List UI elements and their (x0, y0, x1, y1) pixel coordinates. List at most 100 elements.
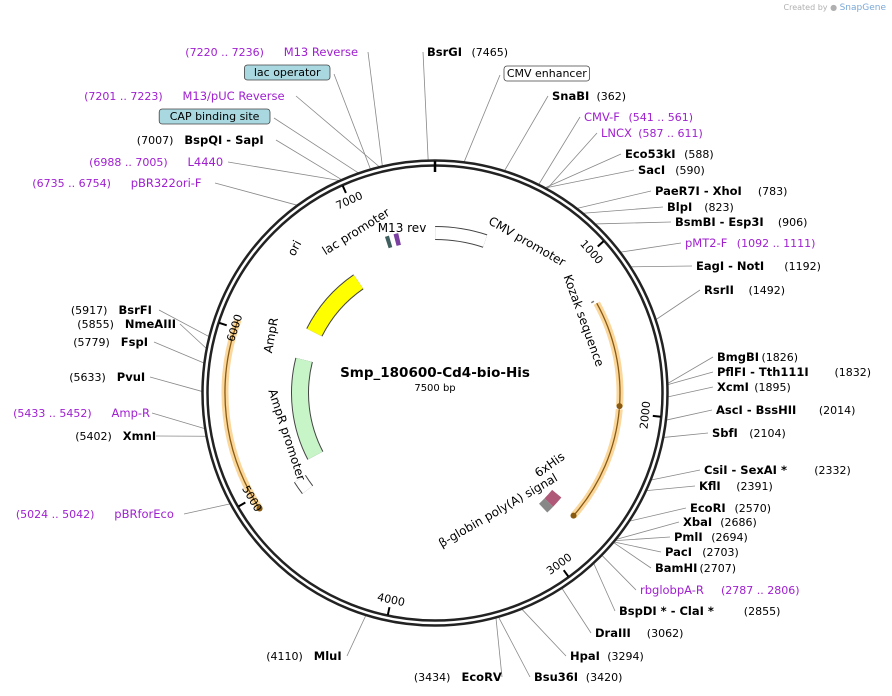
leader-line (655, 289, 701, 320)
leader-line (561, 588, 592, 634)
label-name: BamHI (655, 561, 697, 575)
tick-label: 3000 (544, 551, 574, 578)
leader-line (504, 95, 549, 171)
label-position: (2332) (814, 464, 851, 477)
label-name: L4440 (188, 155, 224, 169)
site-label-paci: PacI(2703) (665, 545, 739, 559)
feature-label-ori: ori (285, 238, 305, 258)
feature-ampr (292, 358, 323, 460)
site-label-cmv-f: CMV-F(541 .. 561) (584, 110, 693, 124)
leader-line (275, 139, 342, 180)
label-name: Amp-R (112, 406, 151, 420)
label-name: NmeAIII (125, 317, 176, 331)
site-label-eagi-noti: EagI - NotI(1192) (696, 259, 821, 273)
leader-line (158, 309, 210, 337)
site-label-paer7i-xhoi: PaeR7I - XhoI(783) (655, 184, 787, 198)
plasmid-name: Smp_180600-Cd4-bio-His (340, 365, 530, 381)
label-name: CAP binding site (170, 110, 260, 123)
leader-line (667, 371, 714, 385)
label-name: XcmI (717, 380, 749, 394)
leader-line (367, 51, 383, 167)
label-name: BsrGI (427, 45, 462, 59)
site-label-ecori: EcoRI(2570) (690, 501, 771, 515)
label-position: (4110) (266, 650, 303, 663)
site-label-bspdi-clai: BspDI * - ClaI *(2855) (619, 604, 780, 618)
feature-ori (307, 275, 364, 337)
label-name: SacI (638, 163, 665, 177)
label-position: (7201 .. 7223) (84, 90, 163, 103)
leader-line (333, 73, 371, 170)
label-name: SbfI (712, 426, 738, 440)
feature-globin-poly-a-signal (539, 498, 554, 513)
tick-label: 5000 (239, 483, 264, 514)
site-label-ecorv: EcoRV(3434) (414, 670, 502, 684)
feature-cmv-promoter (434, 227, 487, 247)
label-position: (1192) (784, 260, 821, 273)
label-name: BlpI (667, 200, 692, 214)
label-name: PflFI - Tth111I (717, 365, 809, 379)
label-position: (1895) (754, 381, 791, 394)
site-label-amp-r: Amp-R(5433 .. 5452) (13, 406, 150, 420)
feature-smp-180600-cd4-b-line (573, 409, 620, 517)
label-name: MluI (314, 649, 342, 663)
label-position: (6988 .. 7005) (89, 156, 168, 169)
leader-line (521, 608, 567, 657)
tick-label: 6000 (224, 313, 245, 344)
label-position: (5633) (69, 371, 106, 384)
tick-mark (341, 185, 347, 194)
label-name: BsmBI - Esp3I (675, 215, 764, 229)
label-name: PaeR7I - XhoI (655, 184, 742, 198)
snapgene-logo-icon: ● (830, 3, 838, 12)
label-name: BmgBI (717, 350, 759, 364)
label-position: (5917) (71, 304, 108, 317)
feature-m13-rev (393, 233, 401, 246)
site-label-draiii: DraIII(3062) (595, 626, 683, 640)
leader-line (667, 356, 714, 384)
feature-label-m13rev: M13 rev (378, 221, 427, 235)
label-position: (588) (684, 148, 714, 161)
label-position: (7220 .. 7236) (185, 46, 264, 59)
feature-smp-180600-cd4-b-arrowhead (570, 512, 577, 519)
label-position: (541 .. 561) (629, 111, 694, 124)
site-label-lac-operator: lac operator (243, 64, 331, 81)
site-label-xmni: XmnI(5402) (75, 429, 156, 443)
tick-label: 7000 (334, 189, 365, 212)
label-name: Bsu36I (534, 670, 578, 684)
feature-lac-promoter (384, 235, 393, 249)
leader-line (613, 542, 652, 569)
site-label-xbai: XbaI(2686) (683, 515, 757, 529)
leader-line (545, 153, 622, 189)
site-label-bsrfi: BsrFI(5917) (71, 303, 152, 317)
plasmid-backbone (201, 159, 669, 627)
feature-ampr-outline-line (224, 319, 261, 509)
label-name: XbaI (683, 515, 712, 529)
label-position: (587 .. 611) (638, 127, 703, 140)
site-label-mlui: MluI (4110) (266, 649, 341, 663)
leader-line (593, 563, 616, 612)
feature-label-cmv-promoter: CMV promoter (486, 214, 568, 269)
feature-6xhis (544, 489, 562, 507)
leader-line (666, 409, 713, 421)
site-label-snabi: SnaBI(362) (552, 89, 626, 103)
feature-arrows (221, 226, 624, 519)
site-label-bsmbi-esp3i: BsmBI - Esp3I(906) (675, 215, 807, 229)
site-label-hpai: HpaI(3294) (570, 649, 644, 663)
site-label-sbfi: SbfI (2104) (712, 426, 786, 440)
label-position: (2707) (700, 562, 737, 575)
label-position: (590) (675, 164, 705, 177)
site-label-nmeaiii: NmeAIII(5855) (77, 317, 176, 331)
plasmid-length: 7500 bp (414, 383, 455, 394)
site-label-blpi: BlpI(823) (667, 200, 734, 214)
label-position: (3062) (647, 627, 684, 640)
leader-line (546, 132, 598, 189)
snapgene-watermark: Created by ● SnapGene (784, 3, 887, 13)
label-position: (2104) (749, 427, 786, 440)
label-position: (2391) (736, 480, 773, 493)
site-label-csii-sexai: CsiI - SexAI *(2332) (704, 463, 851, 477)
tick-mark (386, 607, 391, 616)
label-box (503, 65, 590, 82)
tick-label: 2000 (637, 401, 653, 430)
label-name: FspI (121, 335, 148, 349)
feature-smp-180600-cd4-line (596, 302, 621, 407)
